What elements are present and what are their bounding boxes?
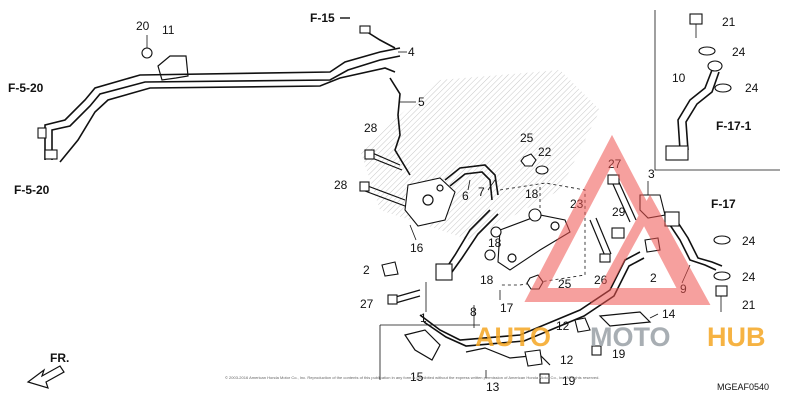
- bracket-15: [404, 329, 441, 361]
- washer-22: [535, 165, 549, 175]
- watermark-triangle-right: [589, 194, 711, 305]
- callout-14: 14: [662, 307, 676, 321]
- callout-2-left: 2: [363, 263, 370, 277]
- ref-f-5-20-bottom: F-5-20: [14, 183, 50, 197]
- callout-21-bottom: 21: [742, 298, 756, 312]
- ref-f-17-1: F-17-1: [716, 119, 752, 133]
- rear-brake-pipe-bundle: [37, 47, 401, 163]
- frame-hatch-area: [360, 70, 600, 240]
- copyright-notice: © 2003-2016 American Honda Motor Co., In…: [225, 375, 599, 380]
- callout-1: 1: [420, 311, 427, 325]
- washer-24-a: [698, 46, 716, 56]
- reference-panel-frame: [654, 10, 780, 171]
- direction-label: FR.: [50, 351, 69, 365]
- brake-pipe-5: [359, 25, 411, 176]
- bolt-21-bottom: [715, 285, 728, 312]
- callout-18-c: 18: [480, 273, 494, 287]
- callout-25-upper: 25: [520, 131, 534, 145]
- bolt-19-lower: [539, 373, 550, 384]
- callout-5: 5: [418, 95, 425, 109]
- callout-13: 13: [486, 380, 500, 394]
- brake-hose-10: [665, 60, 723, 161]
- bolt-26: [589, 217, 612, 263]
- callout-18-a: 18: [525, 187, 539, 201]
- pipe-clamp-bracket-11: [141, 35, 189, 81]
- drawing-code: MGEAF0540: [717, 382, 769, 392]
- callout-2-right: 2: [650, 271, 657, 285]
- bracket-assembly-17: [484, 182, 586, 286]
- washer-24-c: [713, 235, 731, 245]
- callout-20: 20: [136, 19, 150, 33]
- pipe-clamp-14: [598, 311, 652, 327]
- ref-f-17: F-17: [711, 197, 736, 211]
- bolt-28-lower: [359, 181, 406, 207]
- front-direction-arrow: FR.: [26, 351, 69, 389]
- callout-27-left: 27: [360, 297, 374, 311]
- watermark-brand-hub: HUB: [707, 322, 766, 352]
- callout-10: 10: [672, 71, 686, 85]
- bolt-27-left: [387, 289, 421, 305]
- washer-24-b: [714, 83, 732, 93]
- ref-f-5-20-top: F-5-20: [8, 81, 44, 95]
- callout-4: 4: [408, 45, 415, 59]
- callout-16: 16: [410, 241, 424, 255]
- callout-18-b: 18: [488, 236, 502, 250]
- callout-21-top: 21: [722, 15, 736, 29]
- washer-24-d: [713, 271, 731, 281]
- clip-2-left: [381, 261, 399, 277]
- three-way-joint-16: [404, 177, 456, 227]
- pipe-clamp-12-upper: [574, 317, 591, 333]
- callout-24-b: 24: [745, 81, 759, 95]
- callout-17: 17: [500, 301, 514, 315]
- callout-7: 7: [478, 185, 485, 199]
- bolt-29: [611, 227, 625, 239]
- callout-11: 11: [162, 23, 175, 37]
- callout-24-d: 24: [742, 270, 756, 284]
- callout-3: 3: [648, 167, 655, 181]
- callout-22: 22: [538, 145, 552, 159]
- brake-hose-7: [435, 209, 499, 281]
- callout-24-c: 24: [742, 234, 756, 248]
- callout-19-upper: 19: [612, 347, 626, 361]
- callout-25-lower: 25: [558, 277, 572, 291]
- ref-f-15: F-15: [310, 11, 335, 25]
- pipe-clamp-12-lower: [524, 349, 543, 367]
- leader-lines: [398, 51, 691, 378]
- section-frame-lower: [379, 324, 480, 380]
- callout-29: 29: [612, 205, 626, 219]
- callout-24-a: 24: [732, 45, 746, 59]
- bolt-27-right: [607, 174, 637, 223]
- bolt-21-top: [689, 13, 703, 38]
- callout-15: 15: [410, 370, 424, 384]
- bolt-19-upper: [591, 345, 602, 356]
- brake-hose-9: [664, 211, 723, 271]
- callout-19-lower: 19: [562, 374, 576, 388]
- bolt-28-upper: [364, 149, 403, 171]
- callout-8: 8: [470, 305, 477, 319]
- callout-12-upper: 12: [556, 319, 570, 333]
- watermark-triangles: [524, 134, 711, 305]
- watermark-brand-moto: MOTO: [590, 322, 671, 352]
- callout-6: 6: [462, 189, 469, 203]
- callout-28-lower: 28: [334, 178, 348, 192]
- pipe-clamp-13: [465, 347, 551, 366]
- watermark-brand-auto: AUTO: [475, 322, 551, 352]
- callout-28-upper: 28: [364, 121, 378, 135]
- callout-12-lower: 12: [560, 353, 574, 367]
